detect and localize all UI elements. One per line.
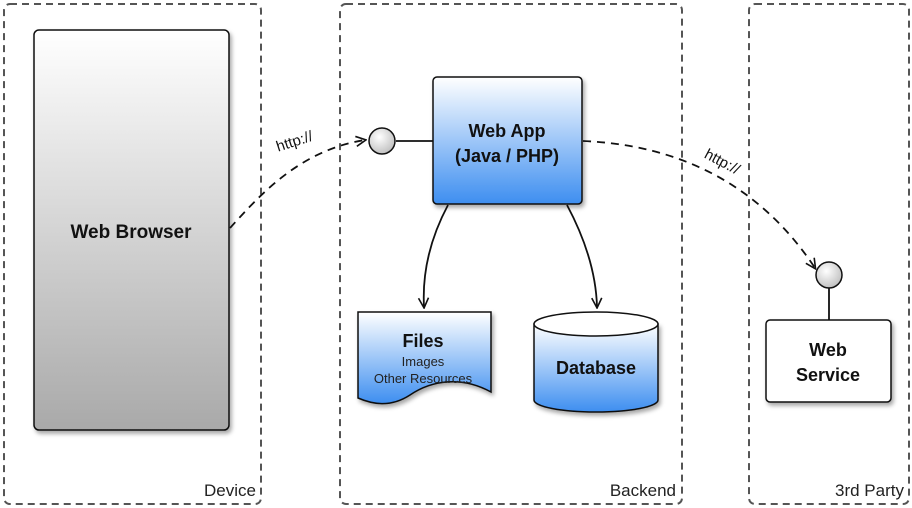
zone-backend-label: Backend xyxy=(610,481,676,500)
zone-third-party: 3rd Party xyxy=(748,3,910,505)
zone-backend: Backend xyxy=(339,3,683,505)
web-app-port xyxy=(368,127,433,155)
web-service-node: Web Service xyxy=(765,319,892,403)
zone-device-label: Device xyxy=(204,481,256,500)
web-app-label-line1: Web App xyxy=(469,121,546,141)
files-node: Files Images Other Resources xyxy=(357,311,492,405)
browser-to-app-protocol: http:// xyxy=(274,128,316,156)
connection-app-to-service: http:// xyxy=(582,140,815,268)
zone-device: Device xyxy=(3,3,262,505)
files-sub-other: Other Resources xyxy=(374,371,473,386)
database-node: Database xyxy=(533,311,659,413)
database-label: Database xyxy=(556,358,636,378)
app-to-service-protocol: http:// xyxy=(702,146,744,179)
files-sub-images: Images xyxy=(402,354,445,369)
connection-app-to-files xyxy=(424,204,449,307)
web-app-node: Web App (Java / PHP) xyxy=(432,76,583,205)
web-browser-label: Web Browser xyxy=(70,222,192,243)
web-service-label-line1: Web xyxy=(809,340,847,360)
web-app-label-line2: (Java / PHP) xyxy=(455,146,559,166)
connection-browser-to-app: http:// xyxy=(229,128,365,229)
files-label: Files xyxy=(402,331,443,351)
web-service-label-line2: Service xyxy=(796,365,860,385)
web-browser-node: Web Browser xyxy=(33,29,230,431)
connection-app-to-database xyxy=(566,204,597,307)
web-service-port xyxy=(815,261,843,320)
zone-third-party-label: 3rd Party xyxy=(835,481,904,500)
